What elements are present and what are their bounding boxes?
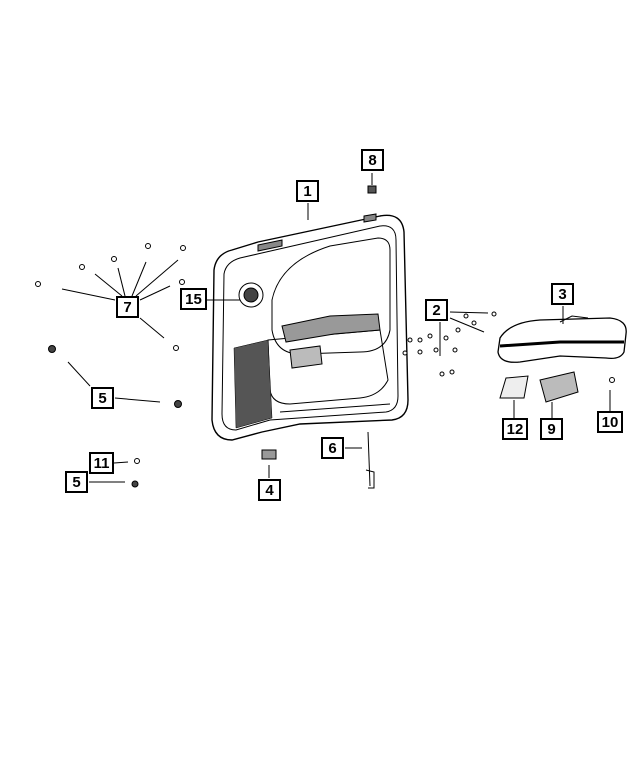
screws [35,243,497,488]
callout-5-lower[interactable]: 5 [65,471,88,493]
callout-10[interactable]: 10 [597,411,623,433]
callout-6[interactable]: 6 [321,437,344,459]
wire-part-6 [365,431,375,489]
clip-part [609,377,615,383]
callout-7[interactable]: 7 [116,296,139,318]
bracket-part-4 [261,449,277,460]
pull-handle [497,315,627,363]
callout-9[interactable]: 9 [540,418,563,440]
callout-12[interactable]: 12 [502,418,528,440]
callout-15[interactable]: 15 [180,288,207,310]
callout-1[interactable]: 1 [296,180,319,202]
callout-3[interactable]: 3 [551,283,574,305]
callout-5[interactable]: 5 [91,387,114,409]
bracket-part [539,371,579,403]
leader-lines [61,173,611,483]
callout-8[interactable]: 8 [361,149,384,171]
door-trim-panel [211,213,409,441]
callout-11[interactable]: 11 [89,452,114,474]
clip-part-8 [367,185,377,194]
pad-part [499,375,529,399]
callout-4[interactable]: 4 [258,479,281,501]
callout-2[interactable]: 2 [425,299,448,321]
